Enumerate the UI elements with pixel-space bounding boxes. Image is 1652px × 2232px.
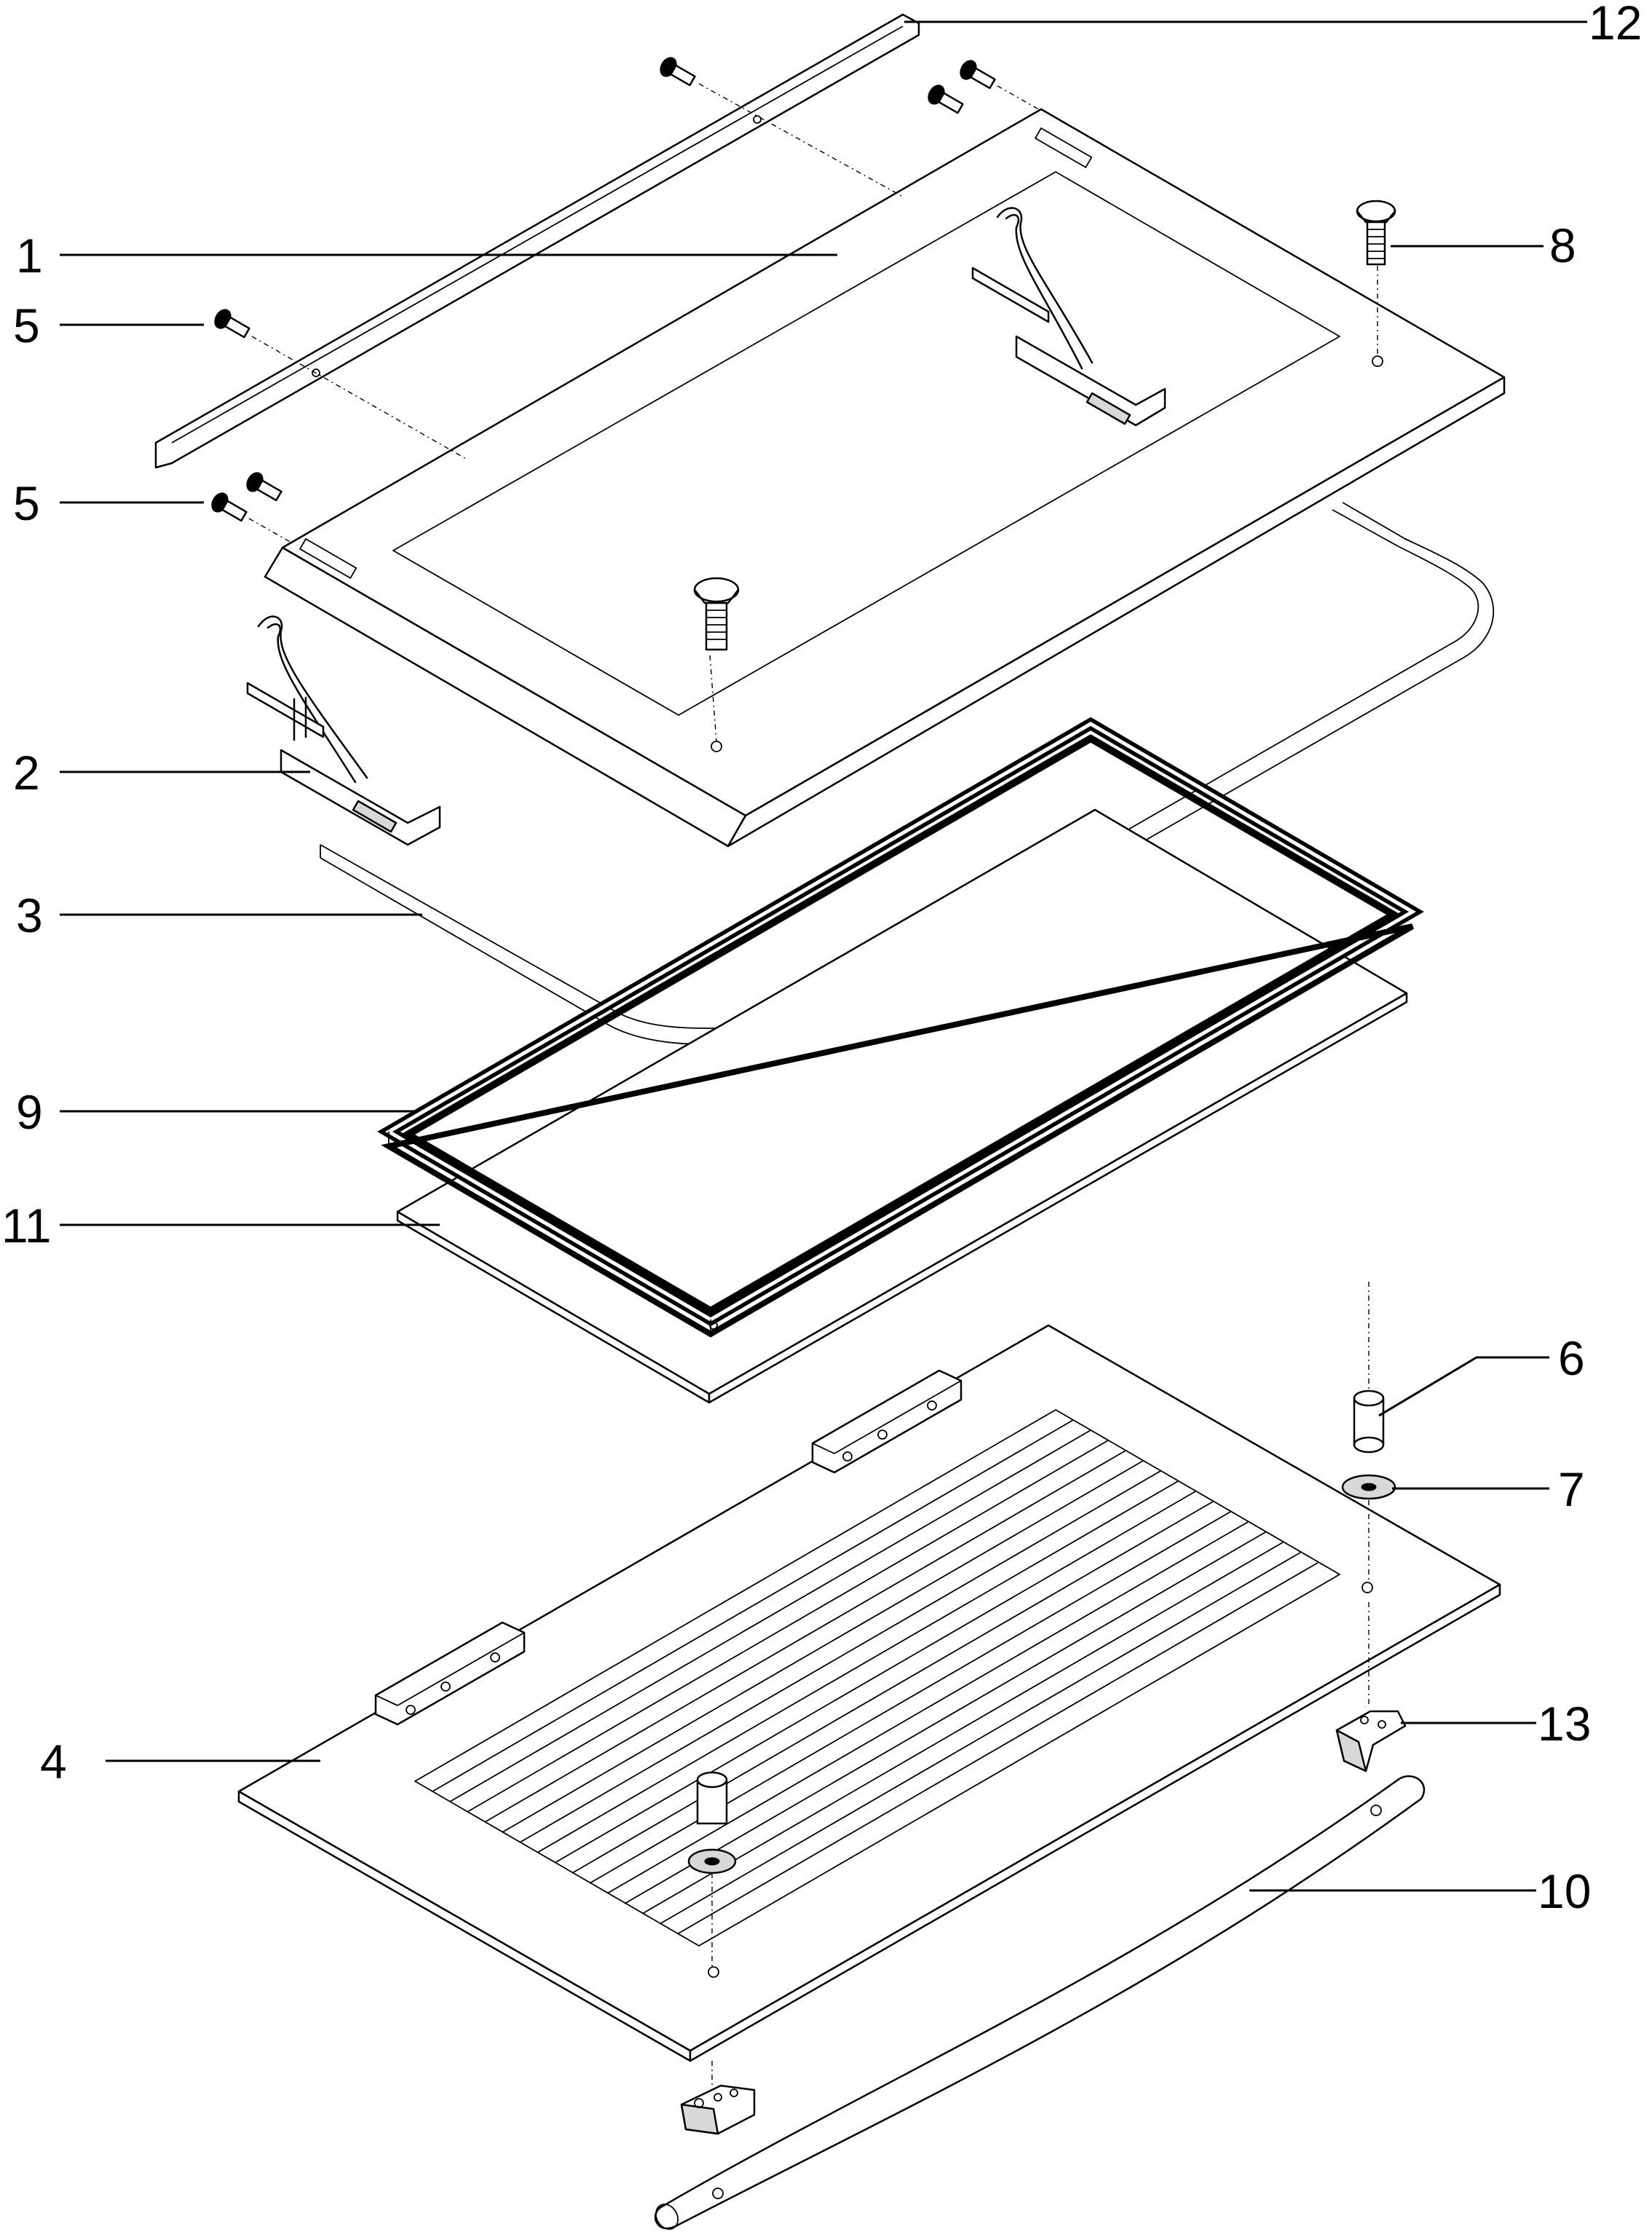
part-2-hinge: [246, 615, 441, 846]
callout-1: 1: [16, 229, 43, 283]
callout-4: 4: [40, 1735, 67, 1789]
part-7-washer: [1341, 1474, 1396, 1582]
callout-3: 3: [16, 888, 43, 942]
callout-6: 6: [1558, 1331, 1585, 1385]
callout-9: 9: [16, 1085, 43, 1139]
part-11-glass-pane: [396, 808, 1408, 1404]
part-5-screws: [211, 57, 1042, 543]
countersunk-screw-center: [693, 577, 740, 651]
callout-7: 7: [1558, 1462, 1585, 1516]
part-13-clip: [1335, 1602, 1407, 1772]
part-6-pin: [1353, 1282, 1385, 1454]
callout-5-lower: 5: [13, 476, 40, 530]
callout-12: 12: [1589, 0, 1642, 50]
lower-clip: [680, 2061, 756, 2135]
part-4-inner-panel: [237, 1324, 1501, 2062]
callout-8: 8: [1549, 218, 1576, 272]
part-10-handle-bar: [654, 1775, 1426, 2230]
callout-5-upper: 5: [13, 299, 40, 352]
leader-lines: [60, 20, 1587, 1892]
callout-13: 13: [1538, 1697, 1591, 1751]
part-8-countersunk-screw: [1356, 200, 1396, 266]
part-1-door-panel: [264, 108, 1506, 848]
callout-2: 2: [13, 746, 40, 800]
callout-11: 11: [1, 1199, 52, 1253]
pivot-pin-lower: [687, 1771, 737, 1966]
callout-labels: 12 1 8 5 5 2 3 9 11 6 7 4 13 10: [1, 0, 1642, 1918]
hinge-upper-right: [971, 207, 1166, 427]
callout-10: 10: [1538, 1864, 1591, 1918]
part-9-gasket-frame: [377, 717, 1424, 1338]
part-12-rail: [154, 13, 920, 469]
